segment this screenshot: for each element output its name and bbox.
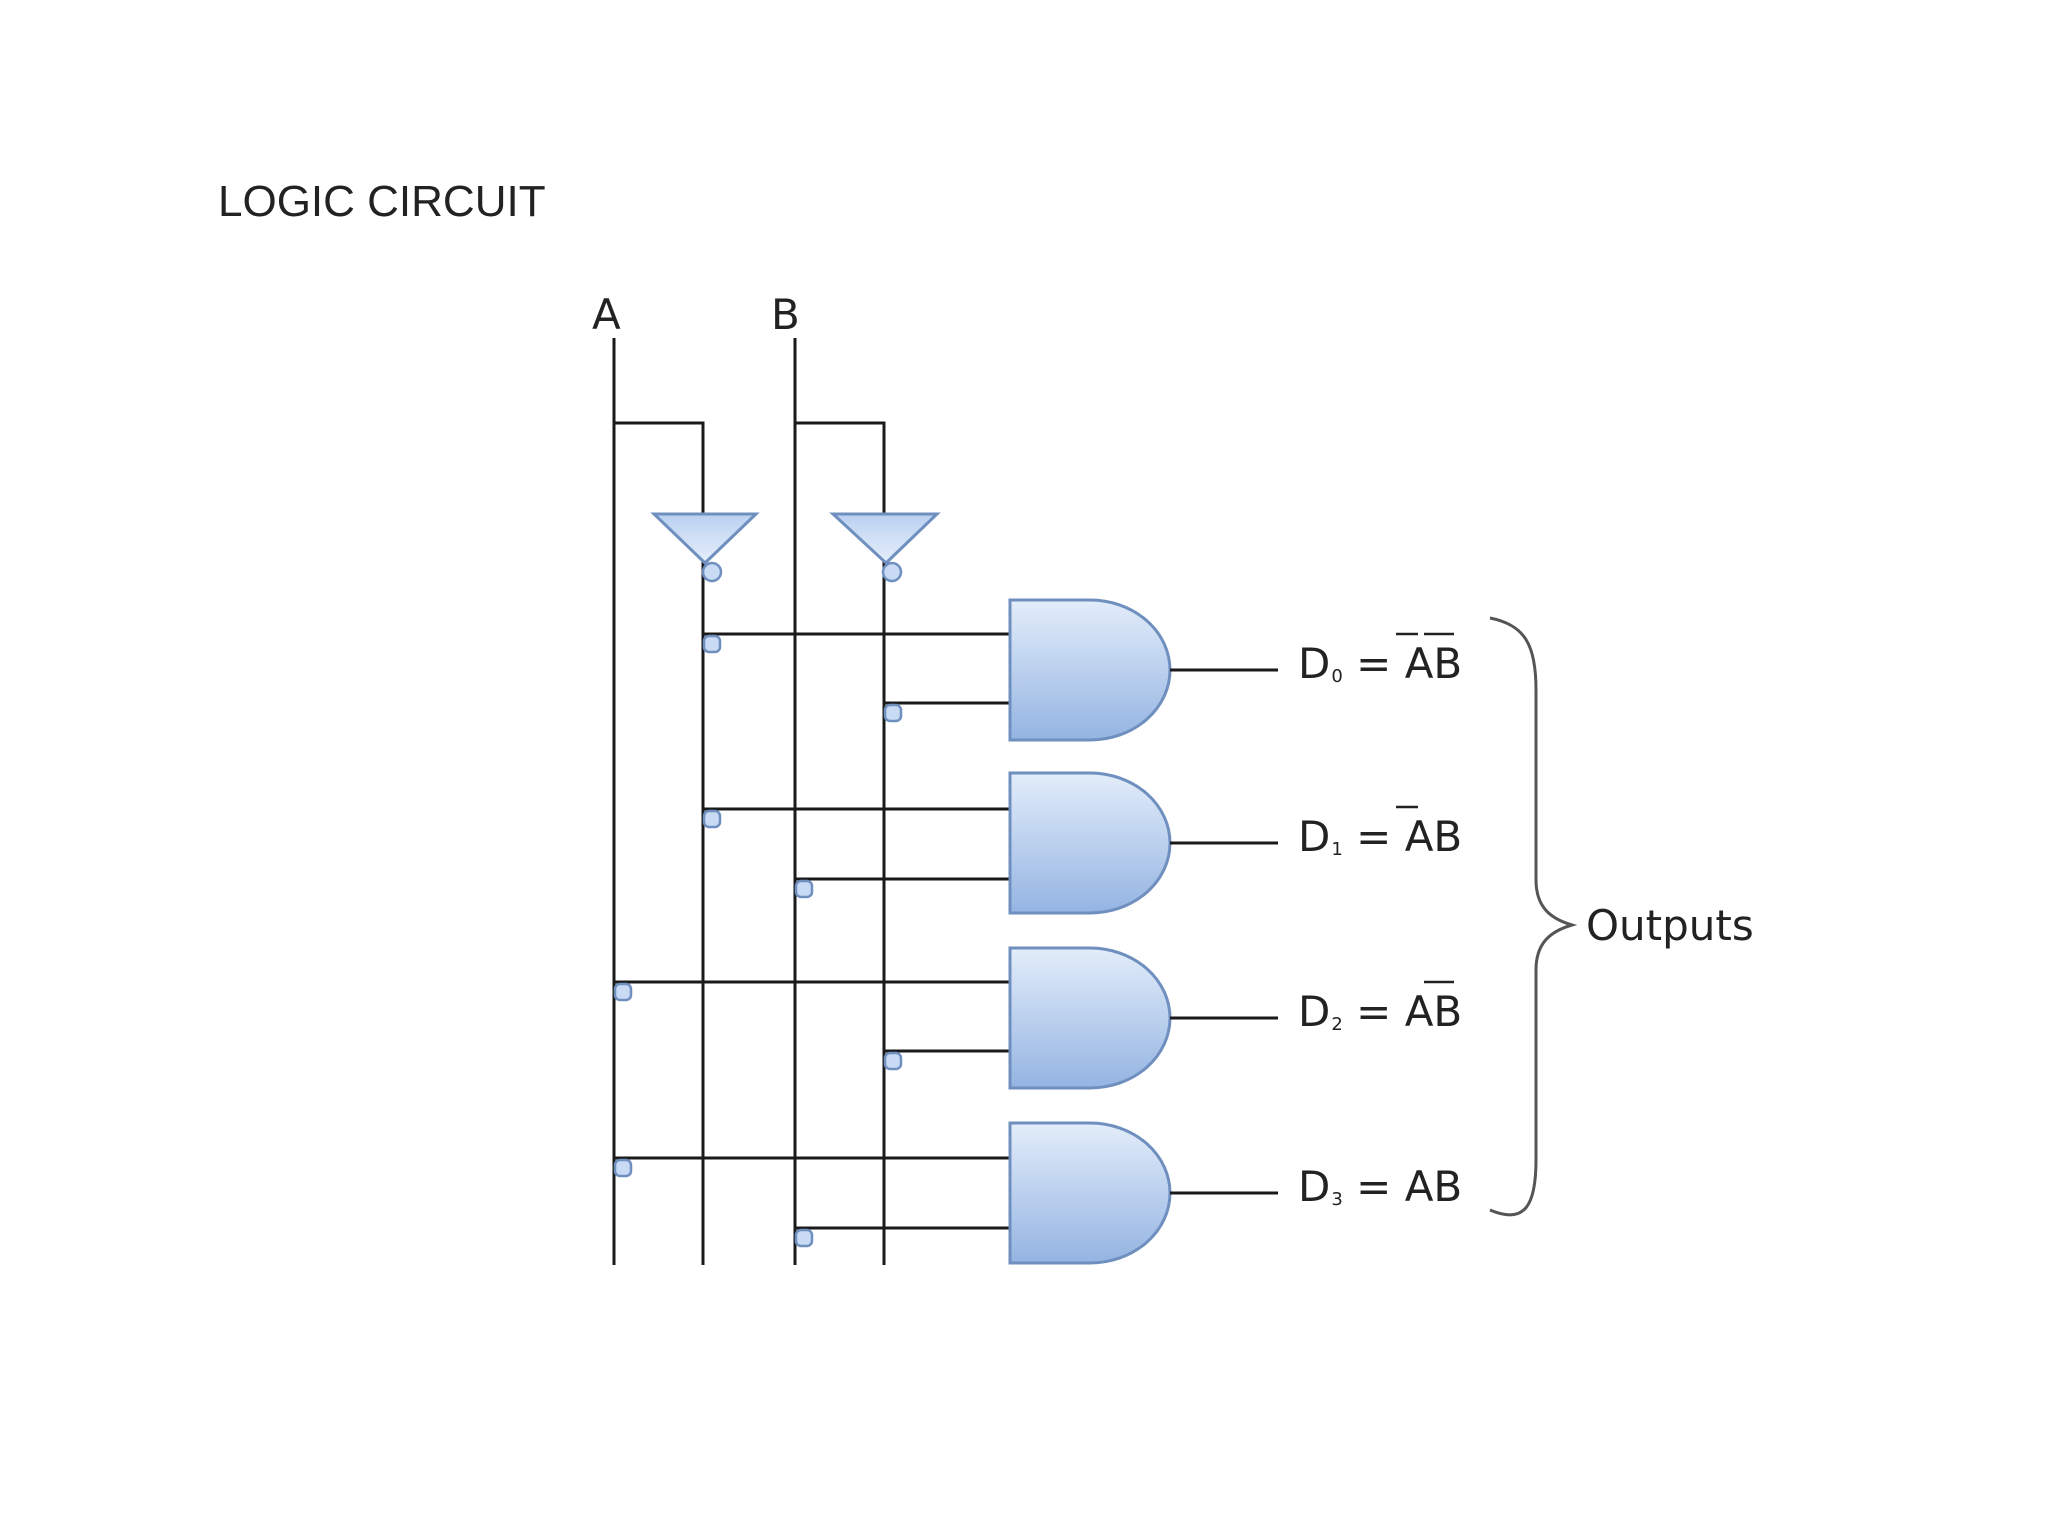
input-label-a: A xyxy=(592,290,621,339)
gate-input-wires xyxy=(614,632,1010,1230)
not-gate-b xyxy=(829,512,941,583)
branch-b xyxy=(795,421,886,514)
junction-dot xyxy=(883,703,903,723)
output-label-0: D0 = AB xyxy=(1298,632,1462,688)
output-label-3: D3 = AB xyxy=(1298,1162,1462,1211)
output-name: D3 = AB xyxy=(1298,1162,1462,1211)
output-name: D1 = AB xyxy=(1298,812,1462,861)
junction-dot xyxy=(613,1158,633,1178)
not-gate-a-bubble xyxy=(701,561,723,583)
and-gate-1 xyxy=(1008,771,1172,915)
input-label-b: B xyxy=(771,290,800,339)
not-gate-b-body xyxy=(829,512,941,566)
not-gate-a-body xyxy=(650,512,760,566)
output-name: D0 = AB xyxy=(1298,639,1462,688)
junction-dot xyxy=(702,634,722,654)
not-gate-a xyxy=(650,512,760,583)
and-gate-2 xyxy=(1008,946,1172,1090)
and-gate-3 xyxy=(1008,1121,1172,1265)
diagram-title: LOGIC CIRCUIT xyxy=(218,177,546,226)
branch-a xyxy=(614,421,705,514)
junction-dots xyxy=(613,634,903,1248)
input-rails xyxy=(612,338,886,1265)
output-label-2: D2 = AB xyxy=(1298,980,1462,1036)
junction-dot xyxy=(794,1228,814,1248)
not-gate-b-bubble xyxy=(881,561,903,583)
and-gates xyxy=(1008,598,1172,1265)
and-gate-0 xyxy=(1008,598,1172,742)
outputs-label: Outputs xyxy=(1586,901,1754,950)
junction-dot xyxy=(794,879,814,899)
junction-dot xyxy=(702,809,722,829)
output-wires xyxy=(1170,668,1278,1195)
junction-dot xyxy=(883,1051,903,1071)
outputs-brace xyxy=(1489,616,1578,1217)
output-label-1: D1 = AB xyxy=(1298,805,1462,861)
junction-dot xyxy=(613,982,633,1002)
output-name: D2 = AB xyxy=(1298,987,1462,1036)
